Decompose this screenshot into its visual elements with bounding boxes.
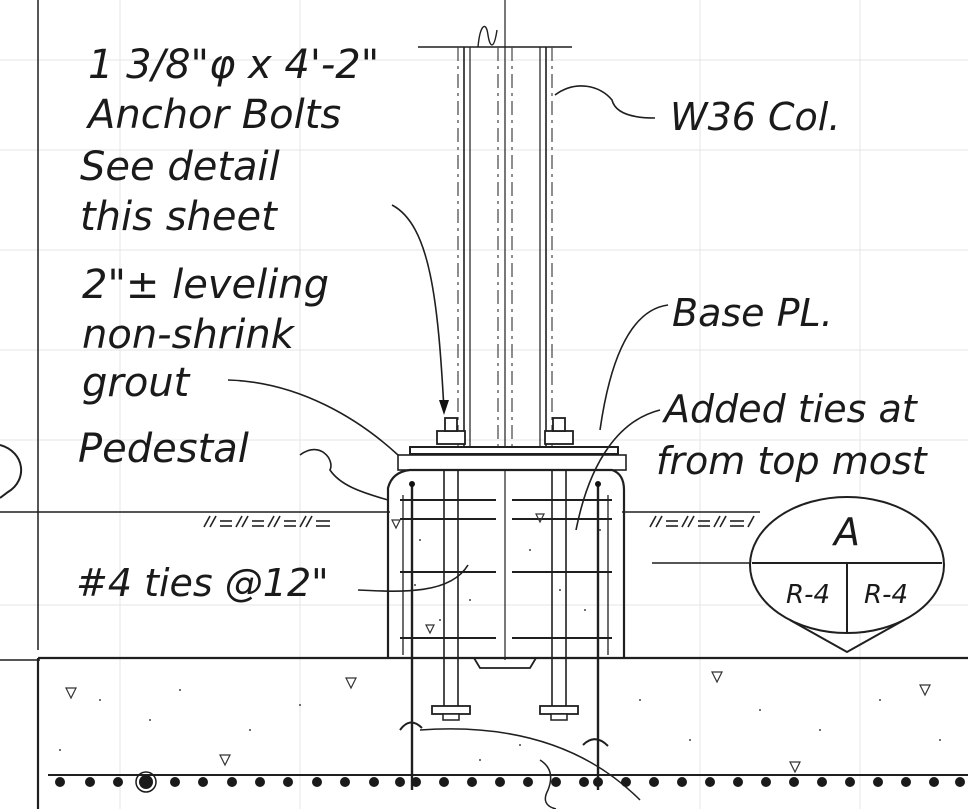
- section-marker-right-sheet: R-4: [864, 580, 908, 610]
- anchor-bolts-note: 1 3/8"φ x 4'-2" Anchor Bolts See detail …: [80, 42, 379, 240]
- pedestal-leader: [299, 448, 389, 501]
- leader-lines: [227, 85, 669, 592]
- grout-note-line-3: grout: [82, 360, 191, 406]
- pedestal-note: Pedestal: [78, 426, 249, 472]
- pedestal: [386, 468, 626, 790]
- anchor-bolts-note-line-3: See detail: [80, 144, 280, 190]
- grout-leader: [227, 379, 399, 456]
- sheet-border-lines: [0, 0, 760, 661]
- grout-note: 2"± leveling non-shrink grout: [82, 262, 329, 406]
- footing: [36, 656, 968, 809]
- grout-note-line-1: 2"± leveling: [82, 262, 329, 308]
- grade-hatch-right: [649, 515, 755, 528]
- base-plate-note: Base PL.: [672, 291, 833, 335]
- ties-leader: [357, 564, 469, 592]
- added-ties-note-line-1: Added ties at: [661, 387, 919, 431]
- column-note: W36 Col.: [670, 95, 840, 139]
- w36-column: [418, 25, 572, 447]
- grout-note-line-2: non-shrink: [82, 312, 296, 358]
- base-plate: [397, 446, 627, 471]
- footing-rebar-dots: [55, 775, 965, 789]
- anchor-bolts-note-line-1: 1 3/8"φ x 4'-2": [88, 42, 379, 88]
- anchor-bolts-note-line-2: Anchor Bolts: [85, 92, 341, 138]
- added-ties-note-line-2: from top most: [656, 439, 929, 483]
- footing-aggregate: [59, 671, 941, 774]
- base-plate-leader: [599, 304, 669, 431]
- anchor-bolt-nut-right: [544, 417, 574, 445]
- pedestal-ties: [400, 499, 612, 639]
- anchor-bolt-leader: [391, 204, 445, 411]
- anchor-bolts-note-line-4: this sheet: [80, 194, 278, 240]
- anchor-bolt-nut-left: [436, 417, 466, 445]
- section-marker-letter: A: [831, 510, 860, 554]
- added-ties-leader: [575, 409, 661, 531]
- added-ties-note: Added ties at from top most: [656, 387, 929, 483]
- column-leader: [554, 85, 656, 119]
- grade-hatch-left: [203, 515, 330, 528]
- section-marker-left-sheet: R-4: [786, 580, 830, 610]
- section-marker: A R-4 R-4: [749, 496, 945, 654]
- ties-note: #4 ties @12": [76, 561, 329, 605]
